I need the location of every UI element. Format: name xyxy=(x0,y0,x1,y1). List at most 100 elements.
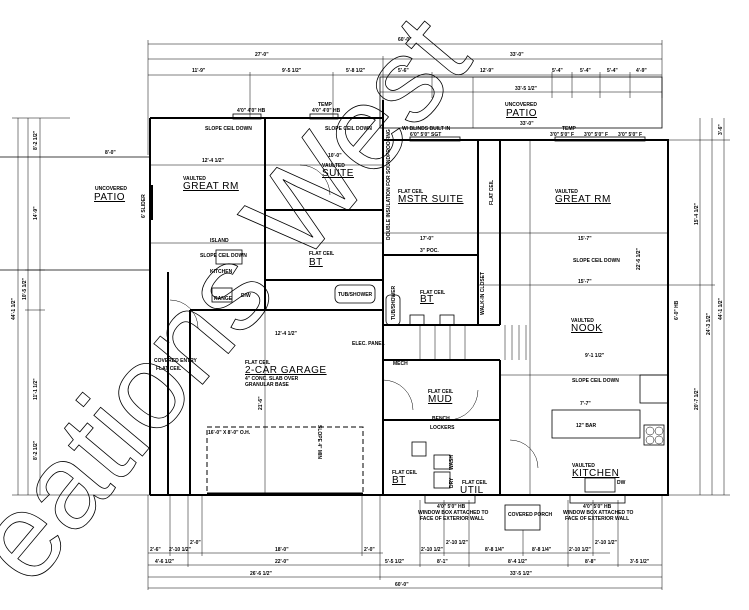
room-sub-label: FLAT CEIL xyxy=(156,366,181,372)
dim-text: 26'-6 1/2" xyxy=(250,571,273,577)
room-great-rm-left: SLOPE CEIL DOWN VAULTED GREAT RM 12'-4 1… xyxy=(183,126,252,192)
dim-text: 21'-6" xyxy=(258,396,264,410)
dim-text: 17'-0" xyxy=(420,236,434,242)
room-name-patio-top: PATIO xyxy=(506,108,537,119)
dim-text: 5'-6" xyxy=(398,68,409,74)
room-sub-label: VAULTED xyxy=(322,163,345,169)
dim-total-bottom: 60'-0" xyxy=(395,582,409,588)
dim-text: 22'-0" xyxy=(275,559,289,565)
dim-text: 5'-5 1/2" xyxy=(385,559,405,565)
note-text: WINDOW BOX ATTACHED TO xyxy=(563,510,633,516)
dim-text: 2'-10 1/2" xyxy=(169,547,192,553)
dim-text: 12'-4 1/2" xyxy=(275,331,298,337)
dim-text: 11'-1 1/2" xyxy=(33,378,39,400)
room-sub-label: VAULTED xyxy=(572,463,595,469)
room-name: COVERED ENTRY xyxy=(154,358,198,364)
closet-label: WALK-IN CLOSET xyxy=(480,272,486,315)
stairs xyxy=(419,325,527,360)
room-name: COVERED PORCH xyxy=(508,512,553,518)
dim-text: 2'-10 1/2" xyxy=(595,540,618,546)
room-sub-label: VAULTED xyxy=(555,189,578,195)
elec-panel-label: ELEC. PANEL xyxy=(352,341,385,347)
ceiling-note: SLOPE CEIL DOWN xyxy=(325,126,372,132)
note-text: 4'0" 4'0" HB xyxy=(312,108,341,114)
range-label: RANGE xyxy=(214,296,233,302)
dim-text: 12'-9" xyxy=(480,68,494,74)
room-bt-left: FLAT CEIL BT TUB/SHOWER xyxy=(309,251,373,298)
dim-text: 11'-9" xyxy=(192,68,206,74)
dim-text: 18'-0" xyxy=(275,547,289,553)
room-sub-label: UNCOVERED xyxy=(95,186,127,192)
dim-text: 3'-5 1/2" xyxy=(630,559,650,565)
room-great-rm-right: VAULTED GREAT RM SLOPE CEIL DOWN 15'-7" … xyxy=(555,189,642,285)
room-name-patio-left: PATIO xyxy=(94,192,125,203)
bottom-dimensions: 2'-6" 2'-10 1/2" 2'-0" 18'-0" 2'-0" 2'-1… xyxy=(147,495,663,590)
room-name: KITCHEN xyxy=(210,269,233,275)
island-label: ISLAND xyxy=(210,238,229,244)
dim-text: 44'-1 1/2" xyxy=(11,297,17,320)
dim-total-top: 60'-0" xyxy=(398,37,412,43)
dim-text: 33'-5 1/2" xyxy=(510,571,533,577)
dim-text: 7'-7" xyxy=(580,401,591,407)
dim-text: 8'-1" xyxy=(437,559,448,565)
room-mstr-suite: FLAT CEIL MSTR SUITE DOUBLE INSULATION F… xyxy=(386,129,463,254)
dim-text: 10'-0" xyxy=(328,153,342,159)
room-name: BT xyxy=(309,257,323,268)
room-name: FLAT CEIL xyxy=(489,180,495,205)
covered-entry: COVERED ENTRY FLAT CEIL xyxy=(154,358,198,372)
slope-note: SLOPE 4" MIN xyxy=(316,425,322,459)
dim-text: 33'-0" xyxy=(510,52,524,58)
left-patio: 8'-0" UNCOVERED PATIO 6' SLIDER xyxy=(0,150,153,271)
tub-label: TUB/SHOWER xyxy=(391,285,397,320)
dim-text: 2'-6" xyxy=(150,547,161,553)
room-mud: FLAT CEIL MUD BENCH LOCKERS xyxy=(428,389,455,431)
dim-text: 8'-2 1/2" xyxy=(33,440,39,460)
dim-text: 27'-0" xyxy=(255,52,269,58)
dim-text: 15'-4 1/2" xyxy=(694,202,700,225)
dim-text: 33'-0" xyxy=(520,121,534,127)
room-bt-mstr: FLAT CEIL BT TUB/SHOWER WALK-IN CLOSET xyxy=(391,272,486,320)
dim-text: 9'-5 1/2" xyxy=(282,68,302,74)
room-sub-label: UNCOVERED xyxy=(505,102,537,108)
dim-text: 44'-1 1/2" xyxy=(718,297,724,320)
room-kitchen-right: SLOPE CEIL DOWN 12" BAR VAULTED KITCHEN … xyxy=(572,378,626,486)
room-sub-label: FLAT CEIL xyxy=(245,360,270,366)
note-text: 4'0" 5'0" HB xyxy=(437,504,466,510)
dim-text: 12'-4 1/2" xyxy=(202,158,225,164)
pocket-door-note: 3" POC. xyxy=(420,248,439,254)
dw-label: D/W xyxy=(241,293,251,299)
note-text: W/ BLINDS BUILT IN xyxy=(402,126,451,132)
walls xyxy=(149,100,669,531)
note-text: WINDOW BOX ATTACHED TO xyxy=(418,510,488,516)
room-name: KITCHEN xyxy=(572,468,619,479)
note-text: 3'0" 5'0" F xyxy=(584,132,608,138)
bar-label: 12" BAR xyxy=(576,423,597,429)
dim-text: 8'-2 1/2" xyxy=(33,130,39,150)
ceiling-note: SLOPE CEIL DOWN xyxy=(205,126,252,132)
dim-text: 8'-4 1/2" xyxy=(508,559,528,565)
dim-text: 9'-1 1/2" xyxy=(585,353,605,359)
room-suite: SLOPE CEIL DOWN VAULTED SUITE 10'-0" xyxy=(322,126,372,179)
dim-text: 10'-5 1/2" xyxy=(22,277,28,300)
insulation-note: DOUBLE INSULATION FOR SOUNDPROOFING xyxy=(386,129,392,240)
room-name: NOOK xyxy=(571,323,602,334)
dim-text: 4'-6 1/2" xyxy=(155,559,175,565)
dim-text: 2'-10 1/2" xyxy=(446,540,469,546)
bench-label: BENCH xyxy=(432,416,450,422)
dw-label: DW xyxy=(617,480,626,486)
top-patio: 33'-5 1/2" 33'-0" UNCOVERED PATIO xyxy=(379,76,663,129)
note-text: 6'0" 5'0" SGT xyxy=(410,132,441,138)
dim-text: 2'-0" xyxy=(364,547,375,553)
lockers-label: LOCKERS xyxy=(430,425,455,431)
slider-note: 6' SLIDER xyxy=(141,194,147,218)
dim-text: 2'-10 1/2" xyxy=(421,547,444,553)
dim-text: 8'-8 1/4" xyxy=(532,547,552,553)
room-kitchen-left: SLOPE CEIL DOWN ISLAND KITCHEN D/W RANGE xyxy=(200,238,251,302)
note-text: 3'0" 5'0" F xyxy=(618,132,642,138)
dim-text: 4'-9" xyxy=(636,68,647,74)
room-sub-label: FLAT CEIL xyxy=(420,290,445,296)
garage-door-label: 16'-0" X 8'-0" O.H. xyxy=(208,430,251,436)
dim-text: 5'-4" xyxy=(580,68,591,74)
room-sub-label: VAULTED xyxy=(183,176,206,182)
